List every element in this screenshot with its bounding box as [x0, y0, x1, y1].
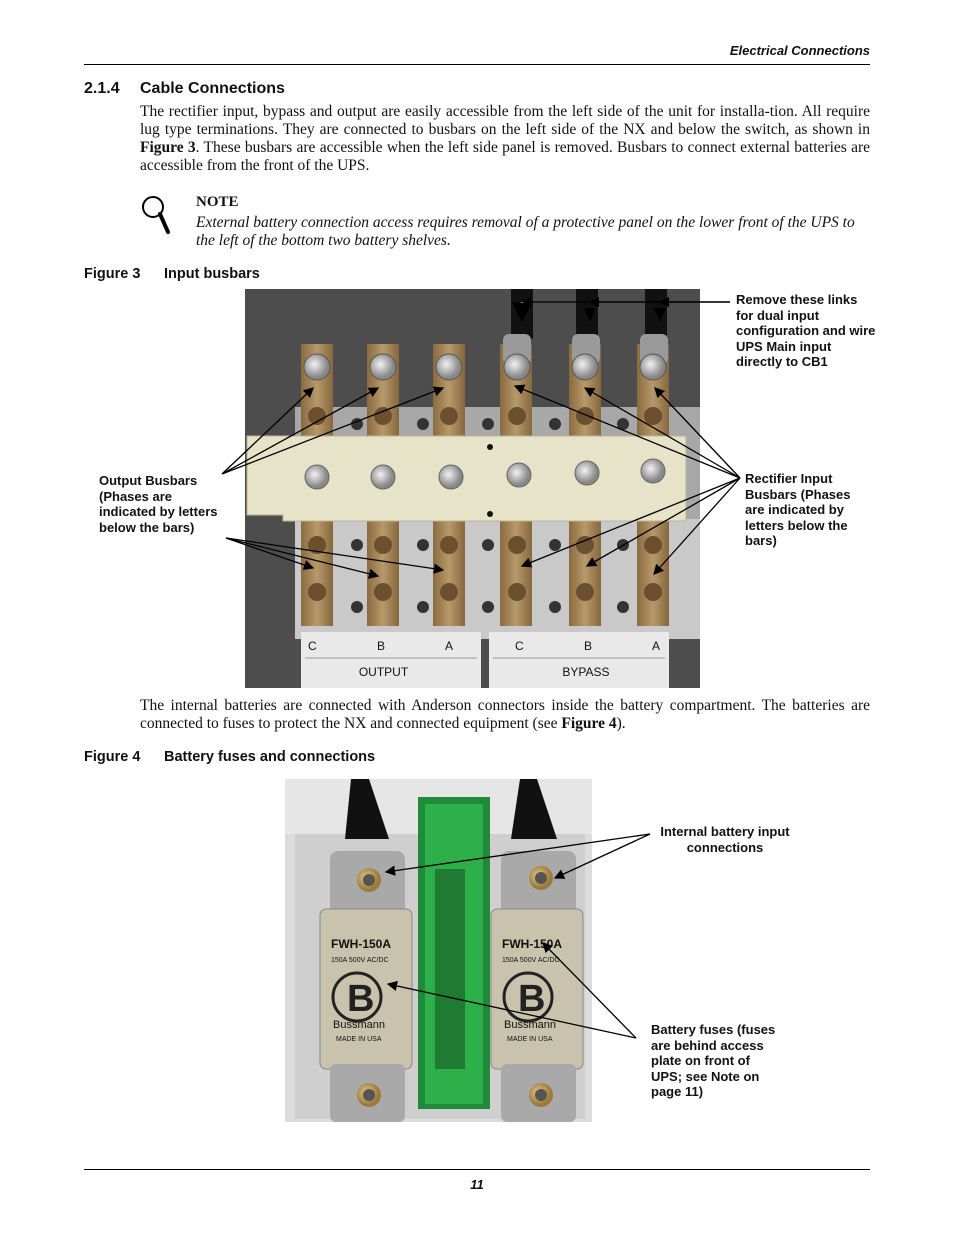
fuse2-brand: Bussmann	[504, 1019, 556, 1031]
magnifier-icon	[140, 194, 174, 236]
callout-rectifier-busbars: Rectifier Input Busbars (Phases are indi…	[745, 471, 851, 549]
text-run: The rectifier input, bypass and output a…	[140, 103, 870, 138]
fuse1-brand: Bussmann	[333, 1019, 385, 1031]
figure4-caption: Figure 4 Battery fuses and connections	[84, 749, 375, 765]
section-number: 2.1.4	[84, 80, 120, 97]
bypass-phase-c: C	[515, 639, 524, 653]
fuse1-origin: MADE IN USA	[336, 1036, 382, 1043]
text-run: The internal batteries are connected wit…	[140, 697, 870, 732]
text-run: . These busbars are accessible when the …	[140, 139, 871, 174]
output-phase-a: A	[445, 639, 454, 653]
page-number: 11	[470, 1177, 484, 1192]
bypass-phase-b: B	[584, 639, 593, 653]
bypass-group-label: BYPASS	[562, 665, 610, 679]
section-heading: 2.1.4 Cable Connections	[84, 80, 285, 98]
callout-remove-links: Remove these links for dual input config…	[736, 292, 876, 370]
footer-rule	[84, 1169, 870, 1170]
fuse1-rating: 150A 500V AC/DC	[331, 957, 389, 964]
figure4-title: Battery fuses and connections	[164, 749, 376, 765]
note-text: External battery connection access requi…	[196, 214, 855, 249]
fuse2-rating: 150A 500V AC/DC	[502, 957, 560, 964]
output-group-label: OUTPUT	[358, 665, 409, 679]
running-header: Electrical Connections	[729, 43, 870, 58]
svg-text:B: B	[347, 978, 374, 1020]
figure3-title: Input busbars	[164, 266, 260, 282]
figure4-number: Figure 4	[84, 749, 141, 765]
figure3-number: Figure 3	[84, 266, 141, 282]
figure-reference: Figure 4	[561, 715, 617, 732]
fuse2-origin: MADE IN USA	[507, 1036, 553, 1043]
figure-reference: Figure 3	[140, 139, 196, 156]
figure3-caption: Figure 3 Input busbars	[84, 266, 260, 282]
output-phase-c: C	[308, 639, 317, 653]
section-title: Cable Connections	[140, 80, 285, 97]
note-title: NOTE	[196, 194, 239, 210]
callout-battery-fuses: Battery fuses (fuses are behind access p…	[651, 1022, 776, 1100]
figure4-image: B B FWH-150A 150A 500V AC/DC Bussmann MA…	[285, 779, 592, 1122]
battery-paragraph: The internal batteries are connected wit…	[140, 697, 870, 733]
header-rule	[84, 64, 870, 65]
callout-internal-battery: Internal battery input connections	[660, 824, 790, 855]
intro-paragraph: The rectifier input, bypass and output a…	[140, 103, 870, 175]
bypass-phase-a: A	[652, 639, 661, 653]
fuse1-model: FWH-150A	[331, 937, 392, 951]
callout-output-busbars: Output Busbars (Phases are indicated by …	[99, 473, 218, 535]
figure3-image: C B A OUTPUT C B A BYPASS	[245, 289, 700, 688]
output-phase-b: B	[377, 639, 386, 653]
text-run: ).	[616, 715, 626, 732]
